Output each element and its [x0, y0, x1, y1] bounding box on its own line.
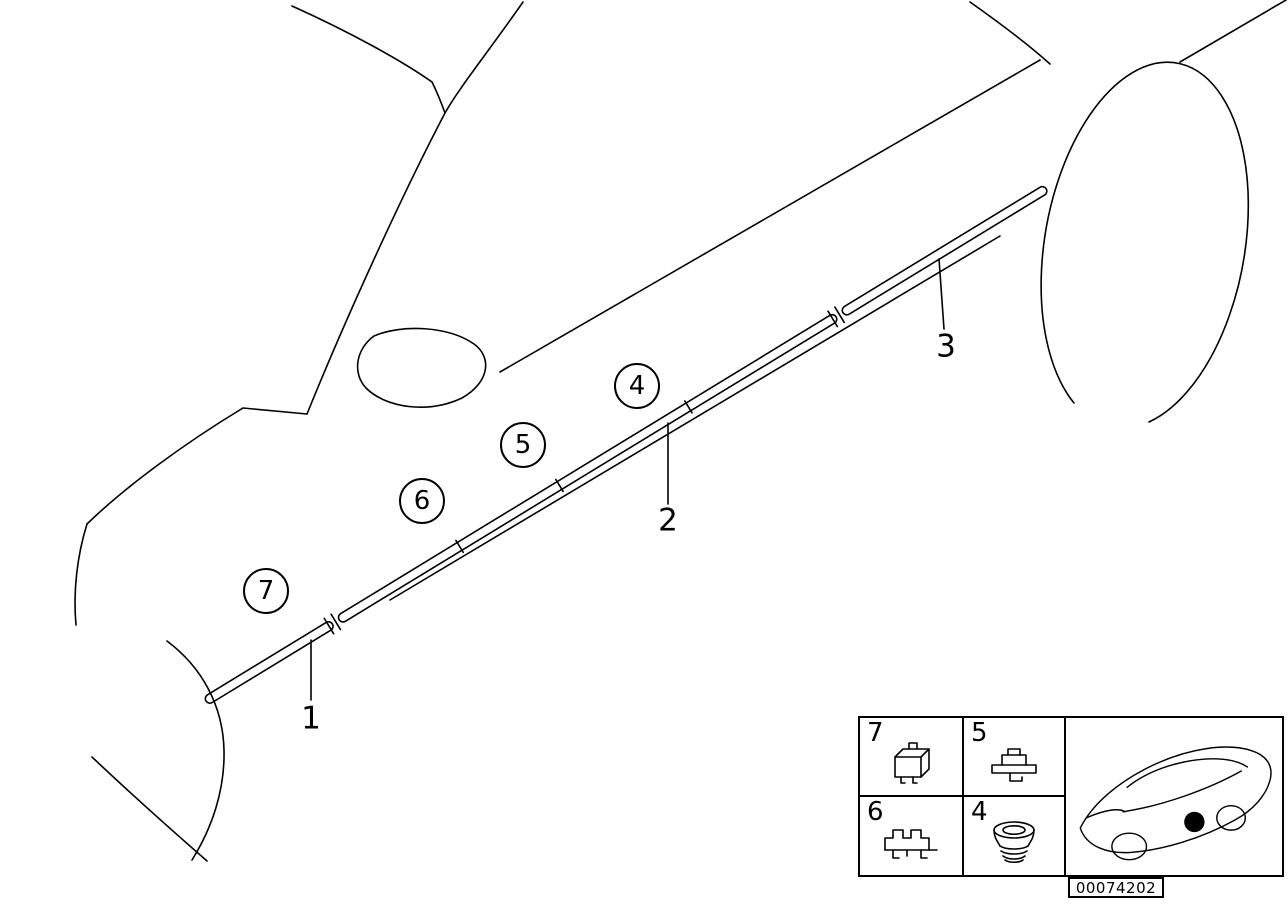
- legend-cell-label: 7: [867, 718, 884, 748]
- leader-lines: [310, 258, 945, 701]
- side-mirror-outline: [356, 327, 487, 408]
- expanding-rivet-clip-icon: [894, 741, 930, 784]
- legend-cell-label: 5: [971, 718, 988, 748]
- molding-clip-icon: [991, 747, 1037, 782]
- callout-5[interactable]: 5: [500, 422, 546, 468]
- grommet-icon: [993, 821, 1035, 864]
- car-body-outline: [74, 0, 1287, 862]
- molding-strips: [204, 185, 1048, 704]
- legend-cell-6[interactable]: 6: [860, 797, 964, 875]
- callout-4[interactable]: 4: [614, 363, 660, 409]
- legend-table: 7 5: [858, 716, 1284, 877]
- molding-strip-door: [337, 313, 838, 623]
- legend-grid: 7 5: [860, 718, 1066, 875]
- callout-6[interactable]: 6: [399, 478, 445, 524]
- molding-strip-front: [204, 620, 334, 704]
- callout-7[interactable]: 7: [243, 568, 289, 614]
- rear-wheel-arch: [1040, 61, 1250, 423]
- legend-cell-label: 6: [867, 797, 884, 827]
- legend-cell-5[interactable]: 5: [964, 718, 1066, 797]
- diagram-number: 00074202: [1068, 877, 1164, 898]
- car-location-cell: [1066, 718, 1282, 875]
- car-location-thumbnail: [1079, 746, 1272, 861]
- callout-3[interactable]: 3: [936, 328, 956, 365]
- molding-strip-rear: [841, 185, 1048, 316]
- legend-cell-7[interactable]: 7: [860, 718, 964, 797]
- legend-cell-label: 4: [971, 797, 988, 827]
- callout-1[interactable]: 1: [301, 700, 321, 737]
- molding-clamp-icon: [884, 829, 938, 859]
- legend-cell-4[interactable]: 4: [964, 797, 1066, 875]
- callout-2[interactable]: 2: [658, 502, 678, 539]
- location-dot-marker: [1184, 811, 1205, 833]
- leader-line-3: [938, 258, 945, 330]
- clip-marks: [323, 306, 846, 635]
